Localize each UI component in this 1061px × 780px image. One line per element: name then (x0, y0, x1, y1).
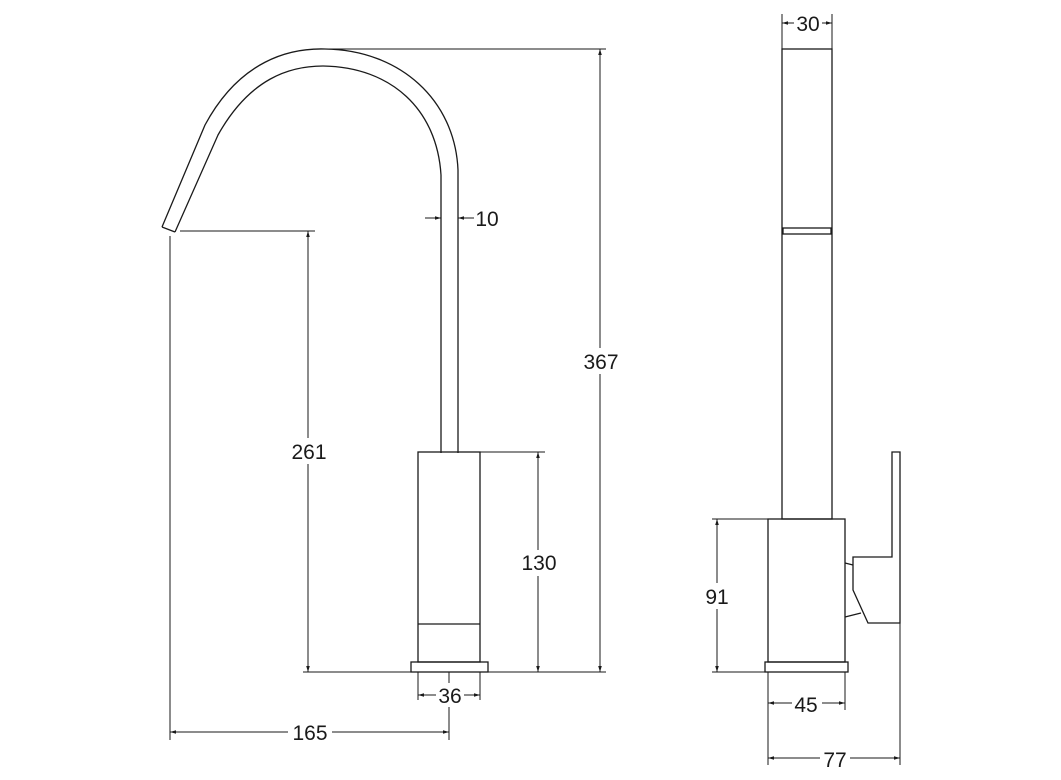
dim-10: 10 (475, 208, 498, 231)
tube-side (781, 48, 833, 520)
base-plate-front (410, 661, 489, 673)
dim-91: 91 (705, 586, 728, 609)
dim-45: 45 (794, 694, 817, 717)
handle-lever (852, 451, 901, 624)
spout-inner-curve (174, 65, 442, 453)
dim-165: 165 (292, 722, 327, 745)
side-view: 30 91 45 77 (702, 11, 901, 772)
base-plate-side (764, 661, 849, 673)
spout-outer-curve (161, 48, 459, 453)
tube-band-side (782, 227, 832, 235)
dim-30: 30 (796, 13, 819, 36)
dim-367: 367 (583, 351, 618, 374)
dim-36: 36 (438, 685, 461, 708)
body-side (767, 518, 846, 663)
dim-77: 77 (823, 749, 846, 772)
front-view: 367 261 130 10 36 165 (161, 48, 621, 745)
dim-130: 130 (521, 552, 556, 575)
dim-261: 261 (291, 441, 326, 464)
body-front (417, 451, 481, 663)
spout-tip (161, 226, 176, 233)
